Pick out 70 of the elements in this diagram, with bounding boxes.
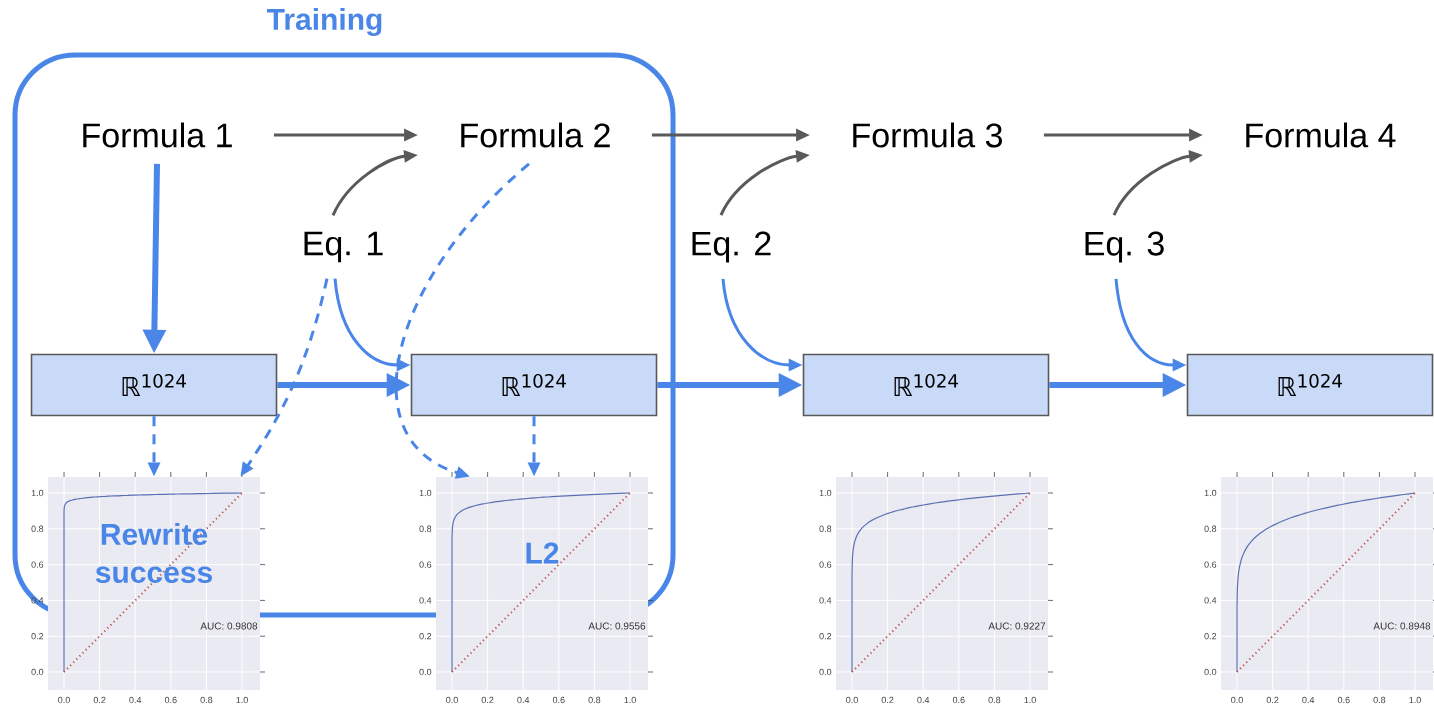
tick-label: 0.0	[1231, 696, 1243, 704]
roc-chart	[1204, 471, 1434, 704]
tick-label: 0.2	[31, 633, 44, 640]
tick-label: 0.2	[819, 633, 832, 640]
tick-label: 0.6	[419, 561, 432, 568]
vector-box: ℝ$^{1024}$	[410, 353, 658, 417]
tick-label: 1.0	[31, 489, 44, 497]
tick-label: 0.4	[129, 696, 142, 704]
tick-label: 0.6	[31, 561, 44, 568]
equation-label: Eq. 1	[304, 231, 383, 263]
tick-label: 0.4	[419, 597, 432, 604]
tick-label: 0.8	[588, 696, 601, 704]
roc-chart	[419, 471, 654, 704]
vector-box: ℝ$^{1024}$	[30, 353, 278, 417]
tick-label: 0.8	[1373, 696, 1386, 704]
tick-label: 0.6	[164, 696, 177, 704]
tick-label: 1.0	[236, 696, 248, 704]
tick-label: 0.8	[200, 696, 213, 704]
tick-label: 0.4	[819, 597, 832, 604]
tick-label: 1.0	[419, 489, 432, 497]
equation-label: Eq. 2	[692, 231, 771, 263]
tick-label: 0.0	[58, 696, 70, 704]
tick-label: 0.8	[988, 696, 1001, 704]
metric-label: L2	[526, 542, 559, 564]
tick-label: 0.0	[819, 668, 832, 676]
tick-label: 0.2	[93, 696, 106, 704]
formula-label: Formula 1	[83, 122, 232, 148]
tick-label: 0.6	[1204, 561, 1217, 568]
tick-label: 0.4	[517, 696, 530, 704]
formula-label: Formula 2	[461, 122, 610, 148]
arrow	[395, 162, 531, 479]
tick-label: 0.6	[952, 696, 965, 704]
tick-label: 0.4	[1204, 597, 1217, 604]
formula-label: Formula 3	[853, 122, 1002, 148]
formula-label: Formula 4	[1246, 122, 1396, 148]
tick-label: 1.0	[1409, 696, 1421, 704]
roc-chart	[819, 471, 1054, 704]
tick-label: 1.0	[1204, 489, 1217, 497]
tick-label: 0.6	[552, 696, 565, 704]
equation-label: Eq. 3	[1085, 231, 1164, 263]
tick-label: 0.0	[1204, 668, 1217, 676]
tick-label: 0.2	[1266, 696, 1279, 704]
tick-label: 0.0	[419, 668, 432, 676]
vector-box: ℝ$^{1024}$	[1186, 353, 1434, 417]
tick-label: 0.4	[1302, 696, 1315, 704]
tick-label: 0.8	[31, 525, 44, 532]
tick-label: 0.8	[1204, 525, 1217, 532]
tick-label: 0.2	[481, 696, 494, 704]
auc-label: AUC: 0.9808	[200, 622, 258, 630]
tick-label: 0.8	[419, 525, 432, 532]
auc-label: AUC: 0.9556	[588, 622, 646, 630]
tick-label: 0.0	[846, 696, 858, 704]
auc-label: AUC: 0.8948	[1373, 622, 1431, 630]
tick-label: 1.0	[819, 489, 832, 497]
tick-label: 0.0	[446, 696, 458, 704]
tick-label: 0.2	[881, 696, 894, 704]
tick-label: 0.8	[819, 525, 832, 532]
roc-chart	[31, 471, 266, 704]
group-title: Training	[267, 7, 382, 37]
tick-label: 1.0	[624, 696, 636, 704]
tick-label: 0.2	[1204, 633, 1217, 640]
auc-label: AUC: 0.9227	[988, 622, 1046, 630]
tick-label: 0.0	[31, 668, 44, 676]
tick-label: 0.6	[1337, 696, 1350, 704]
tick-label: 0.6	[819, 561, 832, 568]
vector-box: ℝ$^{1024}$	[802, 353, 1050, 417]
tick-label: 0.2	[419, 633, 432, 640]
tick-label: 0.4	[917, 696, 930, 704]
tick-label: 1.0	[1024, 696, 1036, 704]
metric-label: Rewrite success	[95, 522, 212, 583]
